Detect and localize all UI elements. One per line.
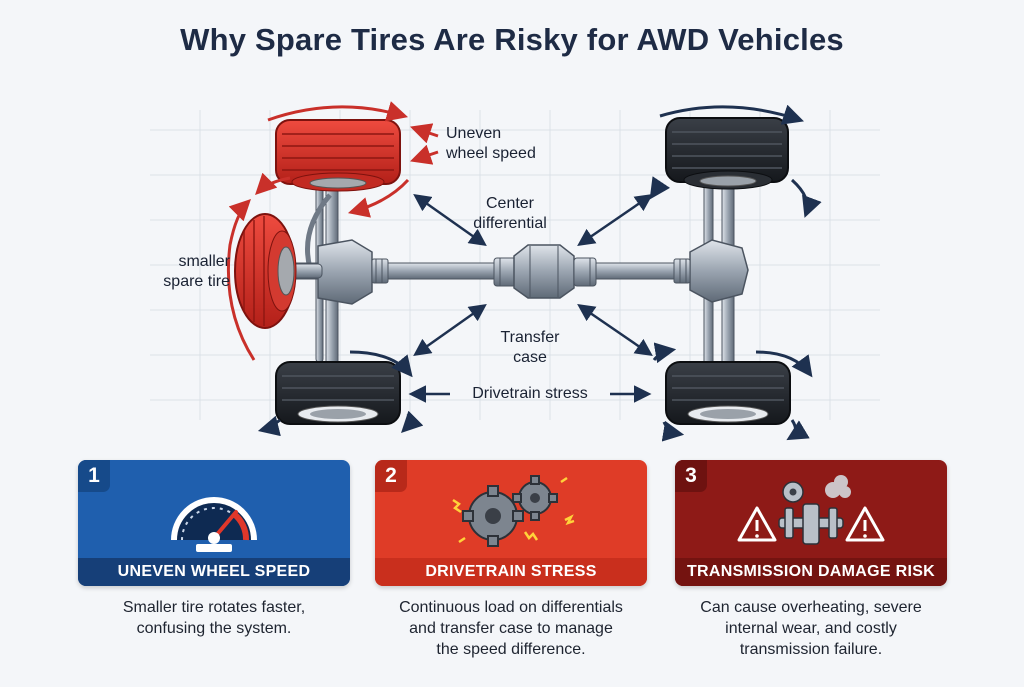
card-title: DRIVETRAIN STRESS bbox=[375, 558, 647, 586]
card-transmission-damage-risk: 3 TRANSMISSION DAMAGE RISK bbox=[675, 460, 947, 586]
card-3-description: Can cause overheating, severe internal w… bbox=[661, 597, 961, 660]
card-2-description: Continuous load on differentials and tra… bbox=[361, 597, 661, 660]
center-differential bbox=[493, 244, 597, 299]
right-differential bbox=[673, 239, 749, 303]
gears-icon bbox=[452, 475, 575, 547]
card-number: 2 bbox=[375, 460, 407, 492]
card-title: TRANSMISSION DAMAGE RISK bbox=[675, 558, 947, 586]
spare-tire-label-line1: smaller bbox=[178, 253, 230, 270]
description-line: Can cause overheating, severe bbox=[700, 599, 922, 616]
card-uneven-wheel-speed: 1 UNEVEN WHEEL SPEED bbox=[78, 460, 350, 586]
callout-arrows bbox=[408, 193, 653, 403]
page-title: Why Spare Tires Are Risky for AWD Vehicl… bbox=[180, 22, 844, 57]
left-differential bbox=[317, 239, 389, 305]
description-line: the speed difference. bbox=[436, 641, 586, 658]
description-line: internal wear, and costly bbox=[725, 620, 897, 637]
description-line: confusing the system. bbox=[136, 620, 292, 637]
uneven-speed-label-line1: Uneven bbox=[446, 125, 502, 142]
uneven-speed-arrows bbox=[410, 123, 439, 165]
drivetrain-stress-label: Drivetrain stress bbox=[472, 385, 588, 402]
card-1-description: Smaller tire rotates faster, confusing t… bbox=[64, 597, 364, 639]
uneven-speed-label-line2: wheel speed bbox=[446, 145, 536, 162]
warning-icon bbox=[845, 506, 885, 542]
center-diff-label-line2: differential bbox=[473, 215, 547, 232]
front-right-tire bbox=[665, 117, 789, 190]
red-rotation-arrows bbox=[226, 101, 410, 361]
transfer-case-label-line1: Transfer bbox=[500, 329, 560, 346]
rear-right-tire bbox=[665, 361, 791, 425]
spare-tire-label-line2: spare tire bbox=[163, 273, 230, 290]
navy-rotation-arrows bbox=[257, 104, 822, 442]
drivetrain-diagram bbox=[150, 101, 880, 442]
card-number: 1 bbox=[78, 460, 110, 492]
center-diff-label-line1: Center bbox=[485, 195, 535, 212]
description-line: and transfer case to manage bbox=[409, 620, 613, 637]
front-left-tire-red bbox=[275, 119, 401, 192]
transfer-case-label-line2: case bbox=[513, 349, 547, 366]
card-number: 3 bbox=[675, 460, 707, 492]
description-line: transmission failure. bbox=[739, 641, 883, 658]
spare-tire-red bbox=[234, 213, 297, 329]
description-line: Smaller tire rotates faster, bbox=[122, 599, 306, 616]
speedometer-icon bbox=[171, 497, 257, 552]
warning-icon bbox=[737, 506, 777, 542]
description-line: Continuous load on differentials bbox=[399, 599, 623, 616]
card-drivetrain-stress: 2 DRIVETRAIN STRESS bbox=[375, 460, 647, 586]
warning-transmission-icon bbox=[737, 475, 885, 545]
card-title: UNEVEN WHEEL SPEED bbox=[78, 558, 350, 586]
rear-left-tire bbox=[275, 361, 401, 425]
